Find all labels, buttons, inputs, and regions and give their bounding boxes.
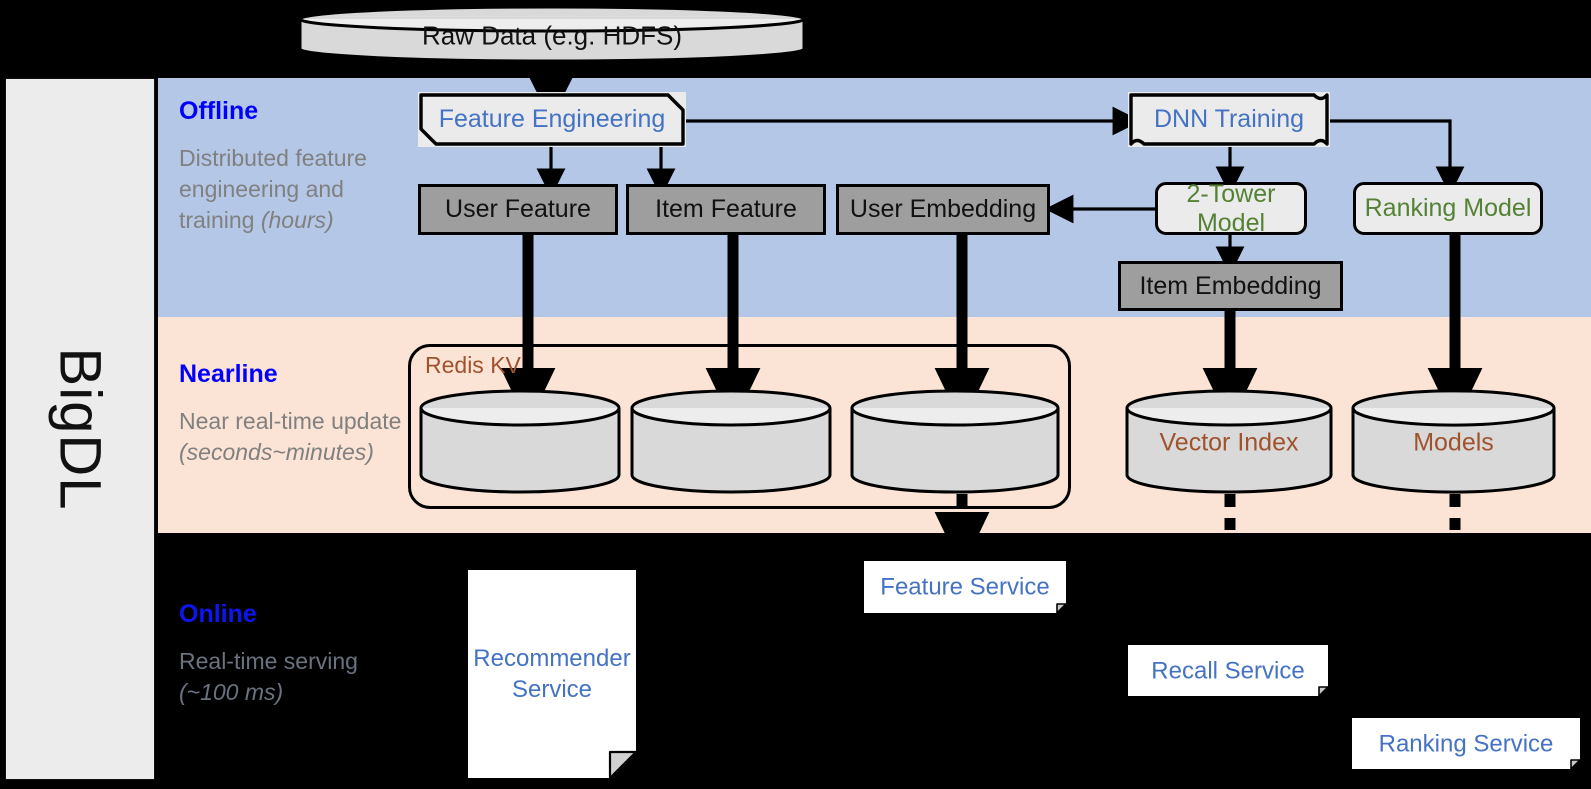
models-cylinder[interactable]: Models [1350, 389, 1557, 494]
feature-engineering-label: Feature Engineering [438, 105, 666, 133]
recall-service-node[interactable]: Recall Service [1128, 645, 1328, 696]
online-subtitle-italic: (~100 ms) [179, 679, 284, 705]
offline-subtitle: Distributed feature engineering and trai… [179, 143, 409, 236]
bigdl-sidebar: BigDL [5, 78, 155, 780]
dnn-training-node[interactable]: DNN Training [1128, 92, 1330, 147]
feature-service-label: Feature Service [880, 573, 1050, 601]
nearline-title: Nearline [179, 360, 278, 388]
two-tower-model-label: 2-Tower Model [1186, 179, 1276, 237]
ranking-service-label: Ranking Service [1378, 730, 1554, 757]
recall-service-label: Recall Service [1151, 657, 1305, 684]
online-subtitle: Real-time serving (~100 ms) [179, 646, 399, 708]
redis-store-cylinder-1 [418, 389, 622, 494]
user-embedding-label: User Embedding [849, 195, 1037, 223]
two-tower-model-node[interactable]: 2-Tower Model [1155, 179, 1307, 237]
item-feature-node[interactable]: Item Feature [626, 184, 826, 235]
redis-kv-container [408, 344, 1071, 509]
user-embedding-node[interactable]: User Embedding [836, 184, 1050, 235]
item-embedding-node[interactable]: Item Embedding [1118, 261, 1343, 311]
offline-subtitle-italic: (hours) [260, 207, 334, 233]
dnn-training-label: DNN Training [1153, 105, 1305, 133]
offline-title: Offline [179, 97, 259, 125]
redis-store-cylinder-3 [849, 389, 1061, 494]
online-title: Online [179, 600, 257, 628]
ranking-service-node[interactable]: Ranking Service [1352, 718, 1580, 769]
feature-service-node[interactable]: Feature Service [864, 561, 1066, 613]
models-label: Models [1413, 428, 1494, 457]
redis-store-cylinder-2 [629, 389, 833, 494]
recommender-service-node[interactable]: Recommender Service [468, 570, 636, 778]
offline-subtitle-plain: Distributed feature engineering and trai… [179, 145, 367, 233]
nearline-subtitle: Near real-time update (seconds~minutes) [179, 406, 414, 468]
raw-data-cylinder: Raw Data (e.g. HDFS) [297, 6, 807, 62]
recommender-service-label: Recommender Service [473, 645, 631, 703]
vector-index-label: Vector Index [1159, 428, 1299, 457]
ranking-model-node[interactable]: Ranking Model [1353, 182, 1543, 235]
online-subtitle-plain: Real-time serving [179, 648, 358, 674]
item-feature-label: Item Feature [655, 195, 797, 223]
user-feature-label: User Feature [445, 195, 591, 223]
nearline-subtitle-plain: Near real-time update [179, 408, 402, 434]
user-feature-node[interactable]: User Feature [418, 184, 618, 235]
bigdl-label: BigDL [47, 347, 113, 511]
feature-engineering-node[interactable]: Feature Engineering [418, 92, 686, 147]
nearline-subtitle-italic: (seconds~minutes) [179, 439, 374, 465]
raw-data-label: Raw Data (e.g. HDFS) [421, 20, 683, 51]
ranking-model-label: Ranking Model [1364, 194, 1532, 222]
redis-kv-label: Redis KV [425, 352, 521, 378]
item-embedding-label: Item Embedding [1139, 271, 1322, 300]
vector-index-cylinder[interactable]: Vector Index [1124, 389, 1334, 494]
